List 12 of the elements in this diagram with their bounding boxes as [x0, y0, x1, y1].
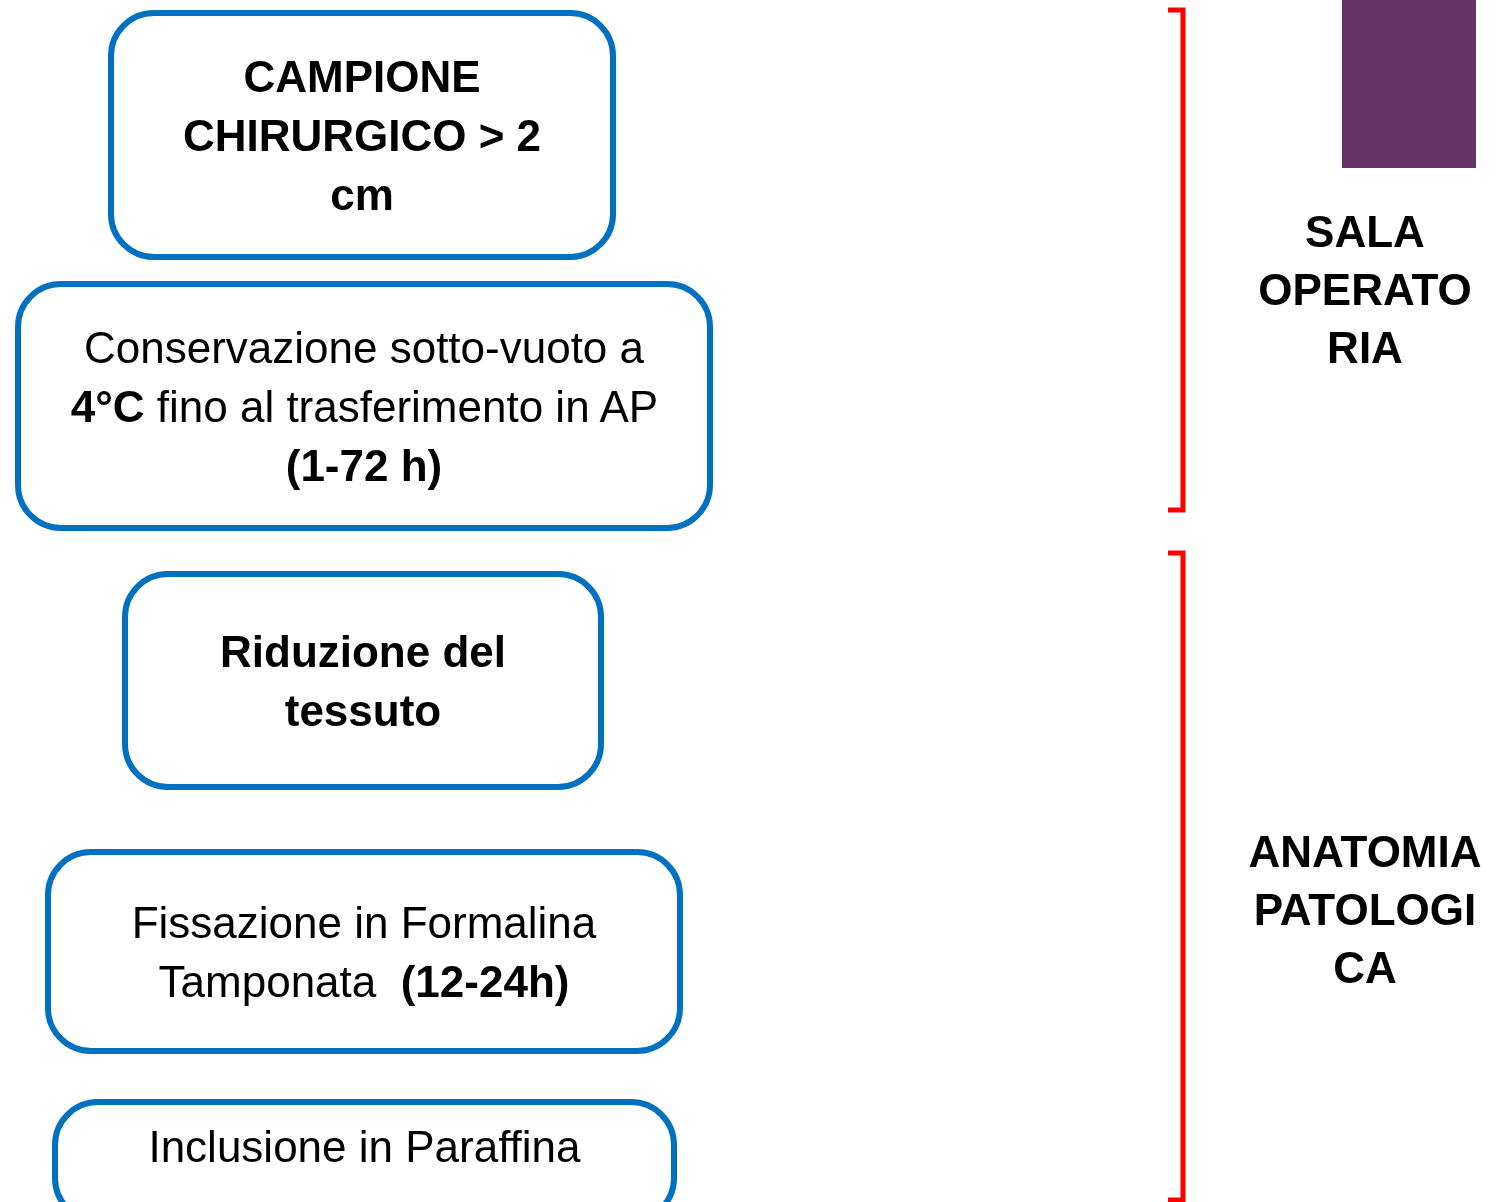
process-box: [122, 571, 604, 790]
box-text: Fissazione in Formalina Tamponata (12-24h): [130, 896, 598, 1008]
box-text: Inclusione in Paraffina: [148, 1121, 581, 1173]
box-text: Riduzione del tessuto: [219, 625, 507, 737]
process-box: [45, 849, 683, 1054]
process-box: [52, 1099, 677, 1202]
section-label: ANATOMIA PATOLOGI CA: [1247, 826, 1483, 994]
box-text: CAMPIONE CHIRURGICO > 2 cm: [182, 50, 542, 221]
process-box: [15, 281, 713, 531]
box-text: Conservazione sotto-vuoto a 4°C fino al trasferimento in AP (1-72 h): [69, 321, 659, 492]
section-label: SALA OPERATO RIA: [1257, 206, 1473, 374]
process-box: [108, 10, 616, 260]
